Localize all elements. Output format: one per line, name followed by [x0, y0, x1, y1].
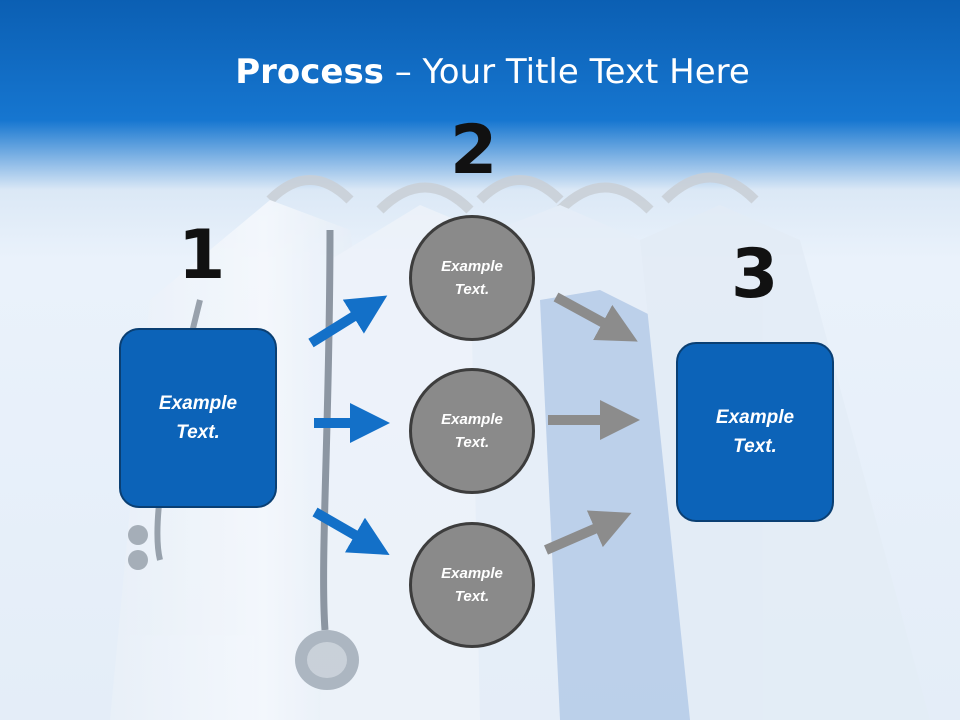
arrow-bottom-to-3	[544, 510, 632, 555]
step-1-box[interactable]: Example Text.	[119, 328, 277, 508]
step-2-circle-bottom[interactable]: Example Text.	[409, 522, 535, 648]
step-2-circle-top[interactable]: Example Text.	[409, 215, 535, 341]
circle-middle-text: Example Text.	[441, 411, 503, 451]
slide-title: Process – Your Title Text Here	[0, 52, 960, 92]
title-bold: Process	[235, 52, 384, 92]
step-3-box[interactable]: Example Text.	[676, 342, 834, 522]
arrow-1-to-top	[308, 295, 388, 348]
step-number-2: 2	[450, 111, 498, 190]
circle-bottom-text: Example Text.	[441, 565, 503, 605]
arrow-top-to-3	[553, 292, 638, 342]
step-3-text: Example Text.	[715, 407, 795, 457]
title-rest: – Your Title Text Here	[383, 52, 750, 92]
step-number-1: 1	[178, 216, 226, 295]
step-2-circle-middle[interactable]: Example Text.	[409, 368, 535, 494]
circle-top-text: Example Text.	[441, 258, 503, 298]
arrow-1-to-bottom	[312, 507, 390, 555]
step-1-text: Example Text.	[158, 393, 238, 443]
step-number-3: 3	[731, 235, 779, 314]
